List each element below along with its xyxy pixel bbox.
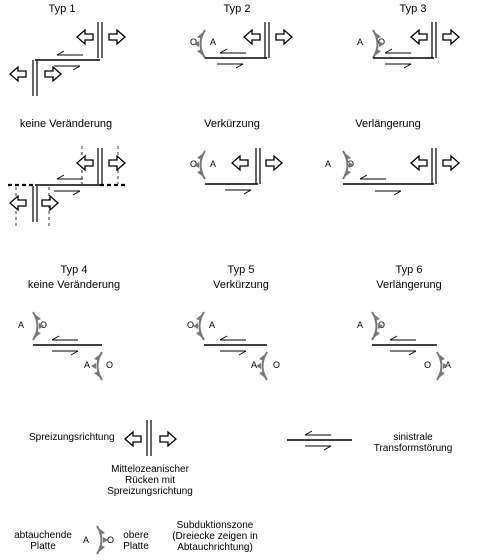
title-typ4-sub: keine Veränderung: [27, 279, 121, 291]
legend-spreading-label: Spreizungsrichtung: [29, 432, 115, 443]
legend-subducting-plate: abtauchende Platte: [14, 530, 72, 552]
title-typ5: Typ 5: [227, 264, 255, 276]
title-typ6: Typ 6: [395, 264, 423, 276]
verl-a: A: [325, 159, 332, 169]
typ6-a1: A: [357, 320, 364, 330]
typ2-o: O: [190, 37, 198, 47]
title-typ1: Typ 1: [48, 3, 76, 15]
typ4-a2: A: [84, 360, 91, 370]
legend-ridge: [124, 419, 177, 457]
title-typ4: Typ 4: [60, 264, 88, 276]
legend-a: A: [83, 535, 90, 545]
title-verlangerung: Verlängerung: [355, 118, 421, 130]
typ1-diagram: [9, 21, 126, 97]
typ4-a1: A: [18, 320, 25, 330]
typ5-o2: O: [273, 360, 281, 370]
typ4-o2: O: [106, 360, 114, 370]
typ3-o: O: [378, 37, 386, 47]
verk-a: A: [210, 159, 217, 169]
legend-transform-caption: sinistrale Transformstörung: [373, 432, 453, 454]
legend-ridge-caption: Mittelozeanischer Rücken mit Spreizungsr…: [107, 464, 193, 497]
legend-o: O: [107, 535, 115, 545]
typ3-diagram: [372, 21, 460, 69]
keine-diagram: [8, 146, 126, 226]
typ6-o1: O: [378, 320, 386, 330]
title-typ5-sub: Verkürzung: [213, 279, 269, 291]
typ5-a2: A: [251, 360, 258, 370]
legend-upper-plate: obere Platte: [123, 530, 149, 552]
title-keine: keine Veränderung: [19, 118, 113, 130]
typ2-diagram: [193, 21, 293, 69]
typ5-diagram: [192, 311, 268, 381]
title-verkurzung: Verkürzung: [204, 118, 260, 130]
typ5-a1: A: [209, 320, 216, 330]
legend-transform: [287, 430, 352, 451]
title-typ6-sub: Verlängerung: [376, 279, 442, 291]
typ4-o1: O: [40, 320, 48, 330]
typ2-a: A: [210, 37, 217, 47]
typ6-diagram: [371, 311, 449, 381]
title-typ3: Typ 3: [399, 3, 427, 15]
verlangerung-diagram: [342, 147, 460, 196]
title-typ2: Typ 2: [223, 3, 251, 15]
legend-subduction: [96, 525, 109, 555]
typ6-o2: O: [424, 360, 432, 370]
typ6-a2: A: [445, 360, 452, 370]
typ4-diagram: [32, 311, 103, 381]
typ3-a: A: [357, 37, 364, 47]
verk-o: O: [190, 159, 198, 169]
typ5-o1: O: [187, 320, 195, 330]
verkurzung-diagram: [193, 147, 283, 195]
legend-subduction-caption: Subduktionszone (Dreiecke zeigen in Abta…: [172, 520, 258, 553]
